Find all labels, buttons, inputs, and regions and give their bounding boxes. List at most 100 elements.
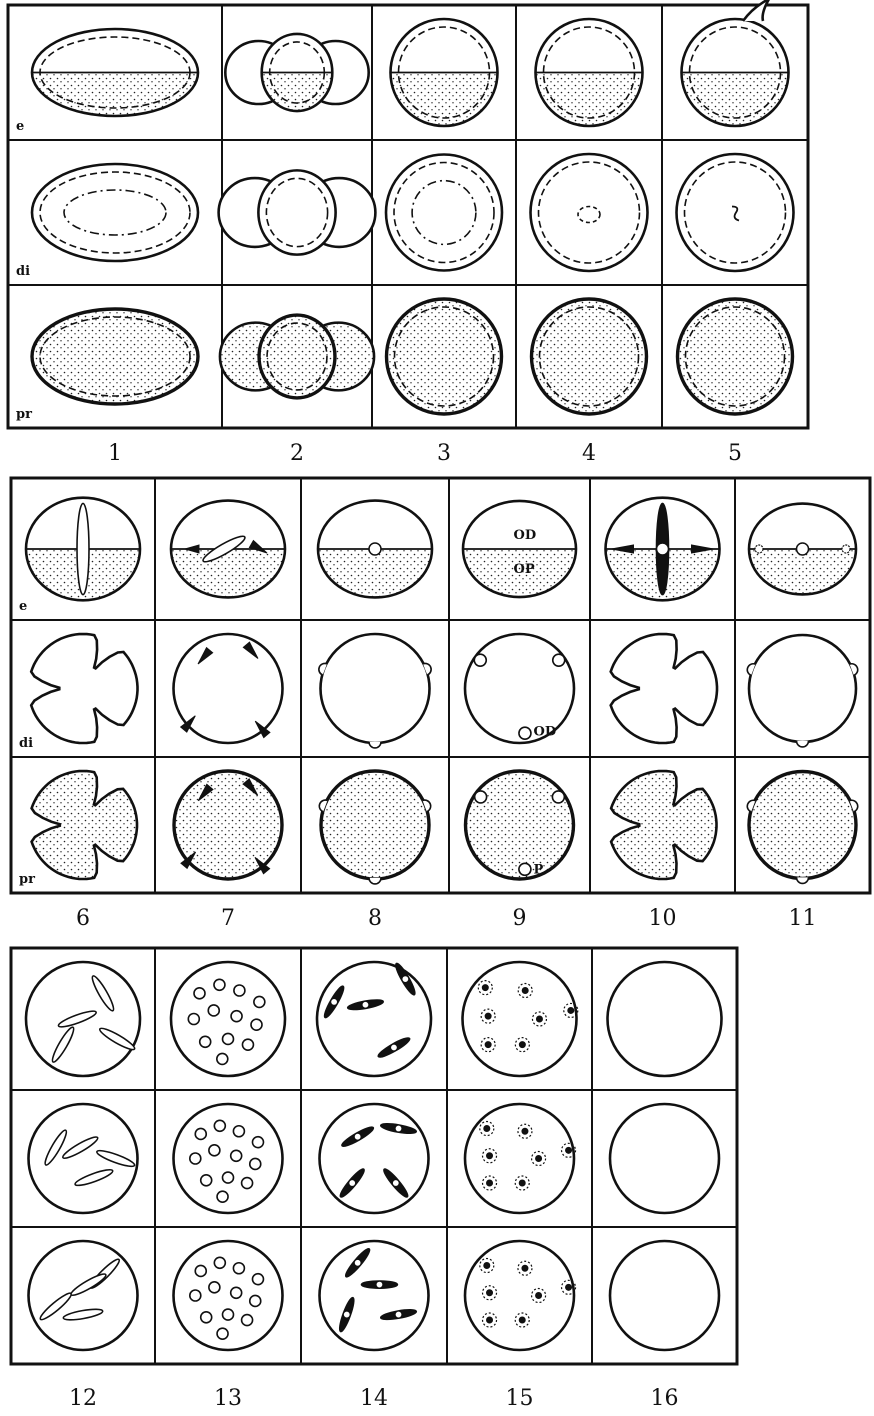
pore: [392, 1180, 399, 1187]
pore: [251, 1019, 262, 1030]
pore: [487, 1290, 493, 1296]
grain-outline: [320, 1104, 429, 1213]
type-number: 5: [728, 441, 742, 466]
grain-inaperturate-pr: [610, 1241, 719, 1350]
pore: [231, 1011, 242, 1022]
pore: [657, 543, 669, 555]
pore: [201, 1312, 212, 1323]
pore: [242, 1178, 253, 1189]
pore: [474, 654, 486, 666]
grain-tail-di: [677, 154, 794, 271]
grain-panporate-e: [171, 962, 285, 1076]
pore: [484, 1263, 490, 1269]
pore: [209, 1145, 220, 1156]
grain-outline: [465, 634, 574, 743]
type-number: 8: [368, 906, 382, 931]
pore: [217, 1053, 228, 1064]
grain-ellipse-pr: [32, 309, 198, 404]
pore: [252, 1274, 263, 1285]
grain-spindles-pr: [320, 1241, 429, 1350]
type-number: 9: [513, 906, 527, 931]
type-number: 10: [649, 906, 677, 931]
grain-tail-e: [682, 0, 789, 126]
type-number: 2: [290, 441, 304, 466]
pore: [536, 1293, 542, 1299]
label-p: P: [534, 863, 544, 878]
pore: [190, 1153, 201, 1164]
type-number: 4: [582, 441, 596, 466]
row-label-di: di: [16, 264, 30, 279]
grain-ringpores-pr: [465, 1241, 576, 1350]
row-label-e: e: [16, 119, 24, 134]
pore: [485, 1013, 491, 1019]
grain-pancolpate-di: [29, 1104, 138, 1213]
row-label-e: e: [19, 599, 27, 614]
pore: [214, 1120, 225, 1131]
grain-trisulc_spindle-di: [611, 634, 717, 743]
pore: [194, 988, 205, 999]
pore: [234, 985, 245, 996]
pore: [343, 1311, 350, 1318]
pore: [190, 1290, 201, 1301]
grain-inaperturate-e: [608, 962, 722, 1076]
pore: [217, 1191, 228, 1202]
pore: [519, 1317, 525, 1323]
notch: [797, 877, 809, 883]
pore: [214, 979, 225, 990]
notch: [369, 742, 381, 748]
pore: [755, 545, 763, 553]
grain-outline: [465, 1104, 574, 1213]
pore: [217, 1328, 228, 1339]
grain-ellipse-di: [32, 164, 198, 261]
pore: [376, 1281, 383, 1288]
pore: [553, 654, 565, 666]
grain-ring-di: [386, 155, 502, 271]
type-number: 13: [214, 1386, 242, 1411]
grain-slit4-pr: [174, 771, 282, 879]
pore: [566, 1284, 572, 1290]
grain-outline: [611, 771, 716, 879]
grain-outline: [532, 299, 647, 414]
grain-notchdots-pr: [746, 772, 860, 884]
grain-outline: [678, 299, 793, 414]
grain-spindles-e: [317, 962, 431, 1076]
pore: [195, 1265, 206, 1276]
pore: [223, 1033, 234, 1044]
grain-panporate-di: [174, 1104, 283, 1213]
pore: [390, 1044, 397, 1051]
pore: [522, 1128, 528, 1134]
pore: [231, 1287, 242, 1298]
pore: [242, 1039, 253, 1050]
pore: [487, 1153, 493, 1159]
row-label-pr: pr: [16, 407, 32, 422]
pore: [482, 985, 488, 991]
pore: [188, 1014, 199, 1025]
pore: [223, 1172, 234, 1183]
grain-ring-pr: [387, 299, 502, 414]
pore: [369, 543, 381, 555]
grain-ringpores-e: [463, 962, 578, 1076]
grain-outline: [386, 155, 502, 271]
type-number: 3: [437, 441, 451, 466]
tail-appendage: [743, 0, 769, 21]
grain-outline: [611, 634, 717, 743]
row-label-di: di: [19, 736, 33, 751]
pore: [395, 1311, 402, 1318]
pore: [201, 1175, 212, 1186]
grain-outline: [258, 170, 335, 254]
grain-outline: [610, 1104, 719, 1213]
label-op: OP: [514, 562, 535, 577]
grain-pores3-pr: P: [466, 771, 574, 879]
grain-dotcenter-pr: [532, 299, 647, 414]
grain-outline: [29, 1241, 138, 1350]
grain-trisulcate-pr: [32, 771, 137, 879]
grain-outline: [259, 315, 335, 398]
label-od: OD: [534, 724, 557, 739]
grain-outline: [387, 299, 502, 414]
grain-outline: [31, 634, 137, 743]
type-number: 14: [360, 1386, 388, 1411]
pore: [233, 1126, 244, 1137]
pore: [252, 1137, 263, 1148]
type-number: 15: [506, 1386, 534, 1411]
